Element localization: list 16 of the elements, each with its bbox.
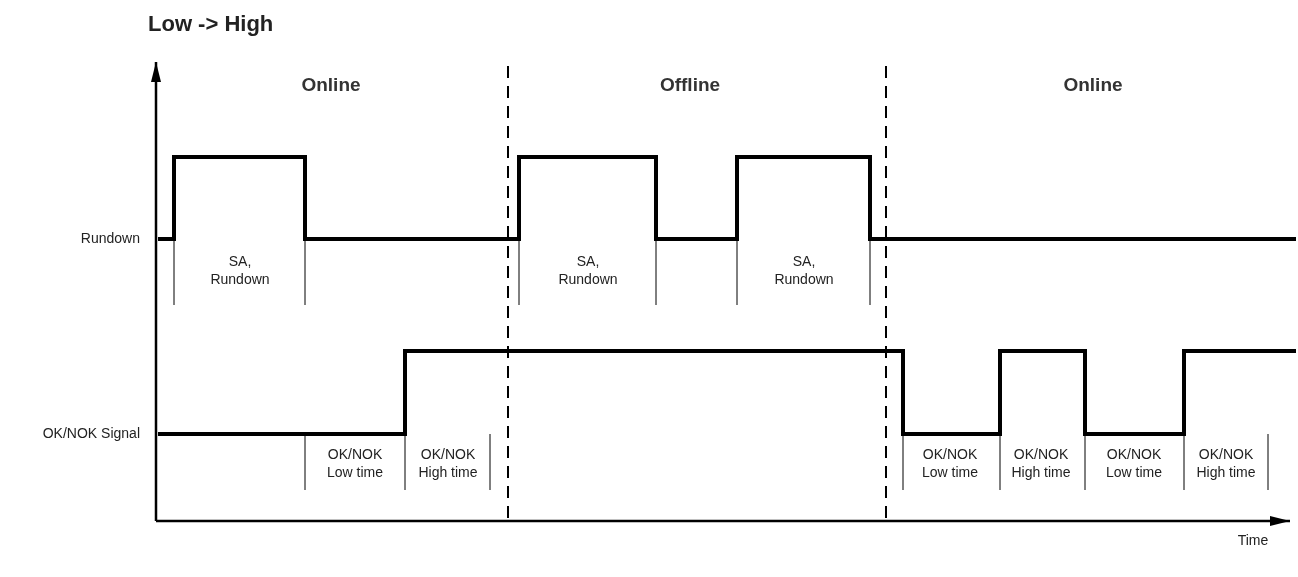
interval-label: SA, Rundown [773,252,835,288]
interval-label: OK/NOK Low time [921,445,979,481]
signal-label: OK/NOK Signal [42,425,140,443]
interval-label: OK/NOK High time [417,445,479,481]
interval-label: OK/NOK Low time [1105,445,1163,481]
interval-label: SA, Rundown [557,252,619,288]
signal-label: Rundown [80,230,140,248]
interval-label: OK/NOK Low time [326,445,384,481]
chart-title: Low -> High [148,10,274,38]
axis-label: Time [1237,532,1269,550]
interval-label: OK/NOK High time [1010,445,1072,481]
phase-label: Offline [659,73,721,97]
interval-label: OK/NOK High time [1195,445,1257,481]
phase-label: Online [1063,73,1123,97]
interval-label: SA, Rundown [209,252,271,288]
phase-label: Online [301,73,361,97]
